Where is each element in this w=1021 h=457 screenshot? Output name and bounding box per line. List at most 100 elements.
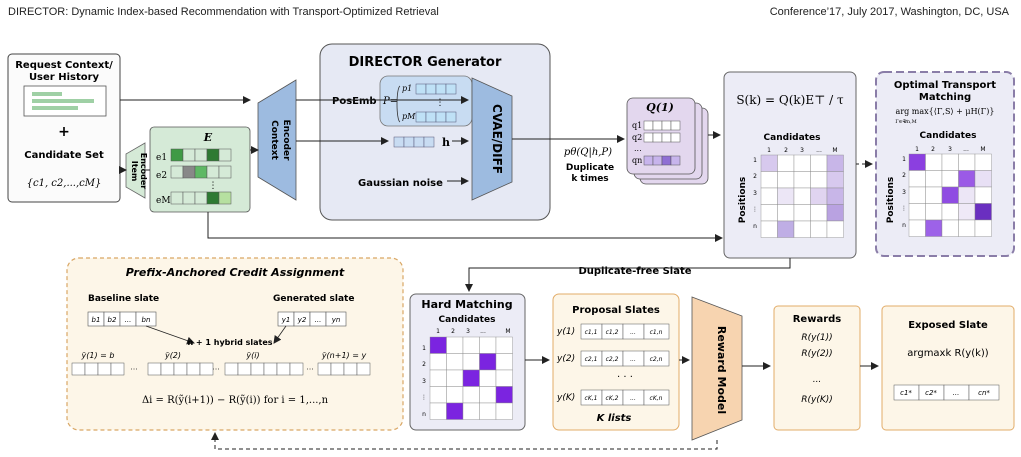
exposed-panel: Exposed Slate argmaxk R(y(k)) c1* c2* ..… [881,305,1015,431]
score-col-3: 3 [800,147,804,154]
score-heatmap-cell [810,171,828,189]
ot-heatmap-cell [958,170,976,188]
ot-candidates: Candidates [920,131,977,141]
item-encoder-label-1: Item [130,161,139,182]
hybrid-label-1: ỹ(1) = b [81,351,115,360]
rewards-title: Rewards [793,314,842,325]
generated-label: Generated slate [273,294,354,304]
score-positions: Positions [738,177,748,224]
hard-matching-cell [429,336,447,354]
sampling-formula: pθ(Q|h,P) [564,147,612,158]
embedding-matrix: E e1 e2 eM ⋮ [149,126,251,213]
hard-matching-cell [479,402,497,420]
score-heatmap-cell [793,171,811,189]
score-heatmap-cell [760,204,778,222]
ot-row-1: 1 [902,156,906,163]
svg-text:···: ··· [212,365,220,374]
ot-row-n: n [902,222,906,229]
hard-matching-cell [462,402,480,420]
hard-col-1: 1 [436,328,440,335]
hard-row-4: ⋮ [421,394,427,401]
score-heatmap-cell [810,220,828,238]
exposed-title: Exposed Slate [908,320,988,331]
proposal-cell-1-2: c1,2 [606,329,619,336]
proposal-row-k-label: y(K) [556,393,575,403]
score-heatmap-cell [826,204,844,222]
ot-formula-sub: Γ∈𝒰n,M [895,119,917,125]
query-stack: Q(1) q1 q2 ... qn [626,97,709,185]
generated-cell-2: y2 [297,316,307,324]
hard-matching-cell [429,353,447,371]
score-heatmap-cell [793,204,811,222]
hard-matching-panel: Hard Matching Candidates 1 2 3 ... M 1 2… [409,293,526,431]
hard-matching-cell [462,369,480,387]
score-row-2: 2 [753,173,757,180]
proposal-cell-k-1: cK,1 [585,395,598,402]
flow-arrows [119,96,879,450]
generated-cell-n: yn [331,316,341,324]
baseline-cell-1: b1 [92,316,101,324]
ot-positions: Positions [886,177,896,224]
ot-col-1: 1 [915,146,919,153]
reward-k: R(y(K)) [801,395,833,405]
hard-col-2: 2 [451,328,455,335]
proposal-row-2-label: y(2) [556,354,575,364]
hard-matching-cell [479,386,497,404]
ot-heatmap-cell [925,153,943,171]
header-title: DIRECTOR: Dynamic Index-based Recommenda… [8,6,439,18]
ot-heatmap-cell [908,219,926,237]
ot-col-3: 3 [948,146,952,153]
ot-title-2: Matching [919,92,971,103]
baseline-cell-3: ... [125,316,132,324]
score-col-4: ... [816,147,822,154]
svg-text:···: ··· [306,365,314,374]
ot-title-1: Optimal Transport [894,80,996,91]
score-heatmap-cell [826,154,844,172]
hard-title: Hard Matching [421,298,512,311]
baseline-cell-n: bn [142,316,151,324]
query-row-1: q1 [632,121,642,130]
candidate-set-label: Candidate Set [24,150,104,161]
score-panel: S(k) = Q(k)E⊤ / τ Candidates Positions 1… [723,71,857,259]
hard-row-2: 2 [422,361,426,368]
input-title-2: User History [29,72,100,83]
hard-matching-cell [429,402,447,420]
hard-candidates: Candidates [439,315,496,325]
context-encoder-label-2: Encoder [281,119,291,161]
generator-title: DIRECTOR Generator [349,55,502,70]
score-row-4: ⋮ [752,206,758,213]
embedding-row-m: eM [156,196,171,206]
score-heatmap-cell [810,154,828,172]
hard-matching-cell [495,369,513,387]
hard-col-m: M [505,328,510,335]
svg-text:⋮: ⋮ [209,181,218,191]
cvae-label: CVAE/DIFF [490,104,504,174]
hard-row-3: 3 [422,378,426,385]
reward-model-label: Reward Model [715,326,728,414]
duplicate-label-1: Duplicate [566,163,614,173]
score-row-n: n [753,223,757,230]
hard-matching-grid [429,336,513,420]
score-heatmap-cell [777,204,795,222]
svg-text:⋮: ⋮ [436,98,445,108]
reward-dots: ... [813,375,822,385]
proposal-cell-2-2: c2,2 [606,356,619,363]
ot-heatmap-cell [908,186,926,204]
score-heatmap-cell [810,187,828,205]
rewards-panel: Rewards R(y(1)) R(y(2)) ... R(y(K)) [773,305,861,431]
score-heatmap-cell [777,154,795,172]
ot-heatmap-cell [941,186,959,204]
ot-heatmap-cell [925,170,943,188]
proposal-footer: K lists [597,413,632,424]
hard-matching-cell [446,369,464,387]
cvae-block [471,77,513,201]
prefix-title: Prefix-Anchored Credit Assignment [126,266,345,279]
score-heatmap-cell [760,187,778,205]
hard-matching-cell [462,386,480,404]
ot-row-2: 2 [902,172,906,179]
baseline-cell-2: b2 [108,316,117,324]
proposal-cell-2-1: c2,1 [585,356,598,363]
exposed-cell-2: c2* [925,389,937,397]
p1-label: p1 [402,84,412,93]
hard-matching-cell [479,336,497,354]
